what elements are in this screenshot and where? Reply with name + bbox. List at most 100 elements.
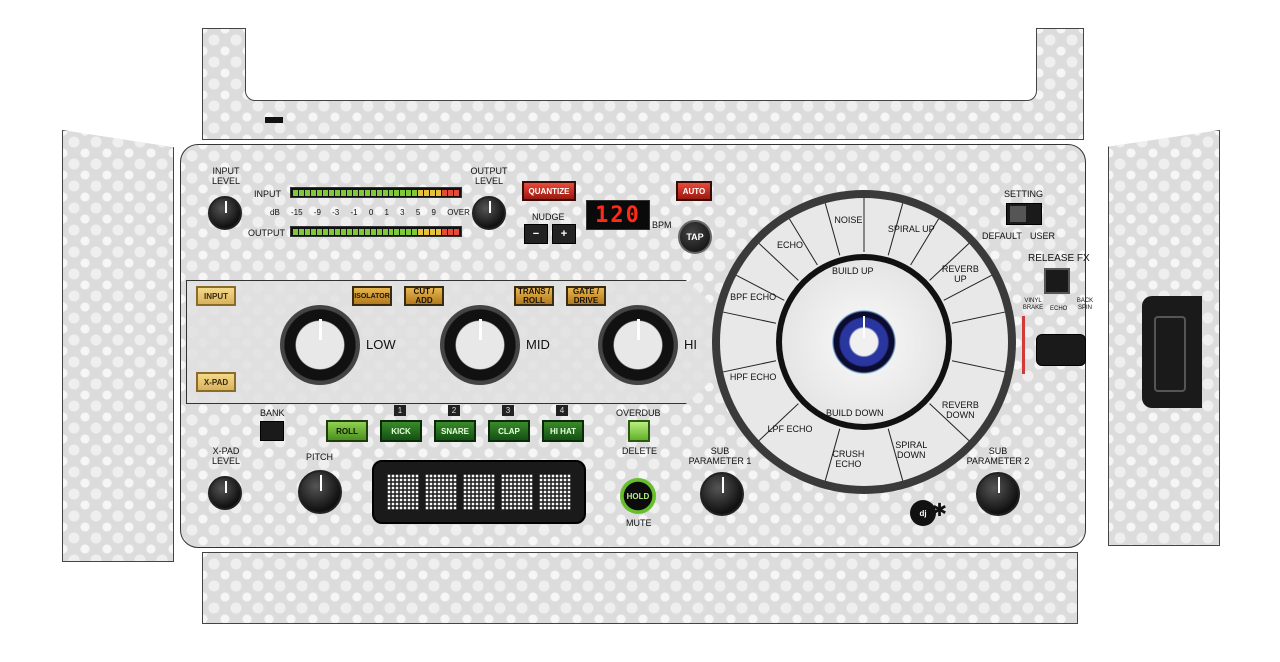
wheel-divider <box>758 403 799 441</box>
delete-label: DELETE <box>622 446 658 456</box>
meter-led <box>316 228 322 235</box>
meter-scale-tick: -1 <box>350 208 358 217</box>
xpad-touch-strip[interactable] <box>372 460 586 524</box>
meter-led <box>454 228 460 235</box>
xpad-level-knob[interactable] <box>208 476 242 510</box>
bank-label: BANK <box>260 408 285 418</box>
meter-led <box>364 189 370 196</box>
meter-led <box>340 189 346 196</box>
fx-segment-reverb-down[interactable]: REVERB DOWN <box>941 400 979 421</box>
gate-drive-button[interactable]: GATE / DRIVE <box>566 286 606 306</box>
meter-led <box>304 228 310 235</box>
meter-scale-tick: 9 <box>431 208 436 217</box>
wheel-divider <box>824 428 841 481</box>
output-meter <box>290 226 462 237</box>
fx-segment-hpf-echo[interactable]: HPF ECHO <box>729 372 777 383</box>
back-spin-label: BACK SPIN <box>1076 298 1094 311</box>
isolator-button[interactable]: ISOLATOR <box>352 286 392 306</box>
meter-led <box>400 228 406 235</box>
fx-segment-noise[interactable]: NOISE <box>834 215 863 226</box>
trans-roll-button[interactable]: TRANS / ROLL <box>514 286 554 306</box>
pad-button-kick[interactable]: KICK <box>380 420 422 442</box>
output-level-knob[interactable] <box>472 196 506 230</box>
overdub-button[interactable] <box>628 420 650 442</box>
auto-button[interactable]: AUTO <box>676 181 712 201</box>
pad-button-clap[interactable]: CLAP <box>488 420 530 442</box>
top-flap <box>202 28 1084 140</box>
mid-label: MID <box>526 337 550 352</box>
pad-button-snare[interactable]: SNARE <box>434 420 476 442</box>
meter-led <box>454 189 460 196</box>
fx-segment-spiral-up[interactable]: SPIRAL UP <box>887 223 935 234</box>
pitch-knob[interactable] <box>298 470 342 514</box>
default-label: DEFAULT <box>982 231 1022 241</box>
meter-scale-tick: dB <box>270 208 280 217</box>
touch-strip-cell <box>387 474 419 510</box>
wheel-divider <box>929 403 970 441</box>
meter-led <box>322 189 328 196</box>
fx-wheel[interactable]: BPF ECHO ECHO NOISE SPIRAL UP REVERB UP HPF E… <box>712 190 1016 494</box>
meter-led <box>442 228 448 235</box>
input-meter <box>290 187 462 198</box>
quantize-button[interactable]: QUANTIZE <box>522 181 576 201</box>
mid-knob[interactable] <box>440 305 520 385</box>
pitch-label: PITCH <box>306 452 333 462</box>
sub-param-1-knob[interactable] <box>700 472 744 516</box>
bank-button[interactable] <box>260 421 284 441</box>
meter-scale-tick: OVER <box>447 208 470 217</box>
nudge-plus-button[interactable]: + <box>552 224 576 244</box>
side-port <box>1142 296 1202 408</box>
sub-param-2-knob[interactable] <box>976 472 1020 516</box>
pad-button-hi-hat[interactable]: HI HAT <box>542 420 584 442</box>
fx-segment-spiral-down[interactable]: SPIRAL DOWN <box>895 440 928 461</box>
nudge-minus-button[interactable]: − <box>524 224 548 244</box>
meter-led <box>316 189 322 196</box>
meter-led <box>328 228 334 235</box>
meter-scale-tick: -9 <box>313 208 321 217</box>
meter-led <box>340 228 346 235</box>
wheel-divider <box>758 243 799 281</box>
roll-button[interactable]: ROLL <box>326 420 368 442</box>
fx-segment-bpf-echo[interactable]: BPF ECHO <box>730 291 777 302</box>
wheel-divider <box>788 218 818 266</box>
meter-led <box>412 228 418 235</box>
mute-label: MUTE <box>626 518 652 528</box>
fx-segment-lpf-echo[interactable]: LPF ECHO <box>767 423 813 434</box>
hi-knob[interactable] <box>598 305 678 385</box>
input-meter-label: INPUT <box>254 189 281 199</box>
meter-scale-tick: 3 <box>400 208 405 217</box>
meter-led <box>334 228 340 235</box>
cut-add-button[interactable]: CUT / ADD <box>404 286 444 306</box>
fx-segment-reverb-up[interactable]: REVERB UP <box>941 263 979 284</box>
fx-wheel-inner[interactable] <box>776 254 952 430</box>
setting-switch-thumb <box>1010 206 1026 222</box>
setting-switch[interactable] <box>1006 203 1042 225</box>
hold-button[interactable]: HOLD <box>620 478 656 514</box>
xpad-button[interactable]: X-PAD <box>196 372 236 392</box>
meter-led <box>382 189 388 196</box>
tap-button[interactable]: TAP <box>678 220 712 254</box>
bpm-label: BPM <box>652 220 672 230</box>
input-level-label: INPUT LEVEL <box>211 166 241 186</box>
release-fx-lever[interactable] <box>1036 334 1086 366</box>
sub-param-1-label: SUB PARAMETER 1 <box>688 446 752 466</box>
input-button[interactable]: INPUT <box>196 286 236 306</box>
output-level-label: OUTPUT LEVEL <box>470 166 508 186</box>
meter-led <box>352 189 358 196</box>
meter-led <box>448 228 454 235</box>
low-knob[interactable] <box>280 305 360 385</box>
top-flap-cutout <box>245 28 1037 101</box>
left-flap <box>62 130 174 562</box>
release-fx-button[interactable] <box>1044 268 1070 294</box>
input-level-knob[interactable] <box>208 196 242 230</box>
djskins-logo-star: ✱ <box>932 500 948 520</box>
meter-scale-tick: 5 <box>415 208 421 217</box>
meter-led <box>304 189 310 196</box>
user-label: USER <box>1030 231 1056 241</box>
fx-segment-crush-echo[interactable]: CRUSH ECHO <box>832 448 865 469</box>
meter-led <box>293 228 298 235</box>
fx-segment-echo[interactable]: ECHO <box>777 240 804 251</box>
meter-scale-tick: 1 <box>384 208 389 217</box>
meter-led <box>322 228 328 235</box>
